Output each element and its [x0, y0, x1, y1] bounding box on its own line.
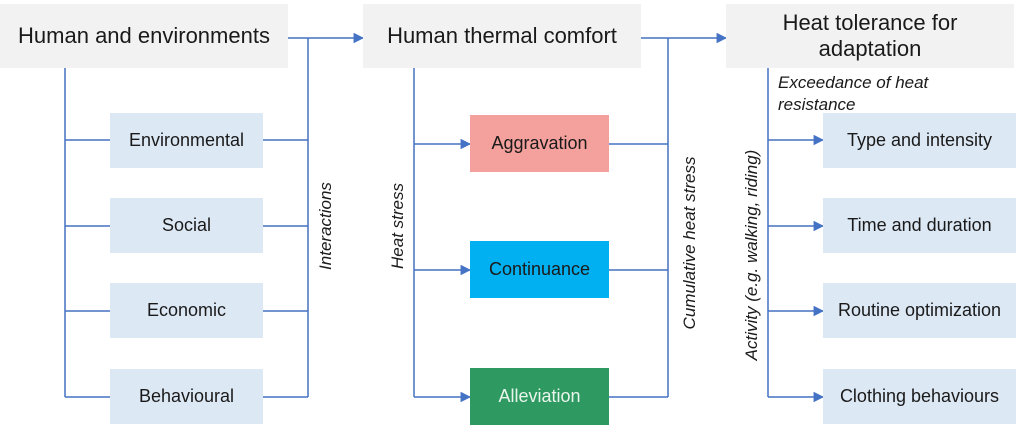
- factor-social: Social: [110, 198, 263, 253]
- interactions-label: Interactions: [316, 182, 336, 270]
- response-label: Aggravation: [491, 133, 588, 153]
- adaptation-label: Routine optimization: [837, 300, 1002, 320]
- cumulative-heat-stress-text: Cumulative heat stress: [680, 156, 699, 330]
- response-label: Continuance: [488, 259, 591, 279]
- header-thermal-comfort-text: Human thermal comfort: [387, 23, 617, 48]
- header-thermal-comfort: Human thermal comfort: [363, 4, 641, 68]
- cumulative-heat-stress-label: Cumulative heat stress: [680, 157, 700, 330]
- header-human-environments-text: Human and environments: [18, 23, 270, 48]
- exceedance-text: Exceedance of heat resistance: [778, 73, 929, 114]
- factor-label: Environmental: [128, 130, 245, 150]
- adaptation-clothing-behaviours: Clothing behaviours: [823, 369, 1016, 424]
- response-label: Alleviation: [498, 386, 581, 406]
- adaptation-time-duration: Time and duration: [823, 198, 1016, 253]
- adaptation-routine-optimization: Routine optimization: [823, 283, 1016, 338]
- factor-behavioural: Behavioural: [110, 369, 263, 424]
- factor-label: Economic: [146, 300, 227, 320]
- interactions-text: Interactions: [316, 182, 335, 270]
- heat-stress-label: Heat stress: [388, 183, 408, 269]
- factor-environmental: Environmental: [110, 113, 263, 168]
- factor-label: Behavioural: [138, 386, 235, 406]
- activity-text: Activity (e.g. walking, riding): [742, 149, 761, 361]
- header-human-environments: Human and environments: [0, 4, 288, 68]
- response-continuance: Continuance: [470, 241, 609, 298]
- exceedance-label: Exceedance of heat resistance: [778, 72, 978, 116]
- adaptation-type-intensity: Type and intensity: [823, 113, 1016, 168]
- adaptation-label: Time and duration: [847, 215, 992, 235]
- response-alleviation: Alleviation: [470, 368, 609, 425]
- adaptation-label: Type and intensity: [846, 130, 993, 150]
- adaptation-label: Clothing behaviours: [839, 386, 1000, 406]
- factor-economic: Economic: [110, 283, 263, 338]
- header-heat-tolerance: Heat tolerance for adaptation: [726, 4, 1014, 68]
- header-heat-tolerance-text: Heat tolerance for adaptation: [782, 10, 958, 61]
- response-aggravation: Aggravation: [470, 115, 609, 172]
- factor-label: Social: [161, 215, 212, 235]
- heat-stress-text: Heat stress: [388, 183, 407, 269]
- activity-label: Activity (e.g. walking, riding): [742, 150, 762, 361]
